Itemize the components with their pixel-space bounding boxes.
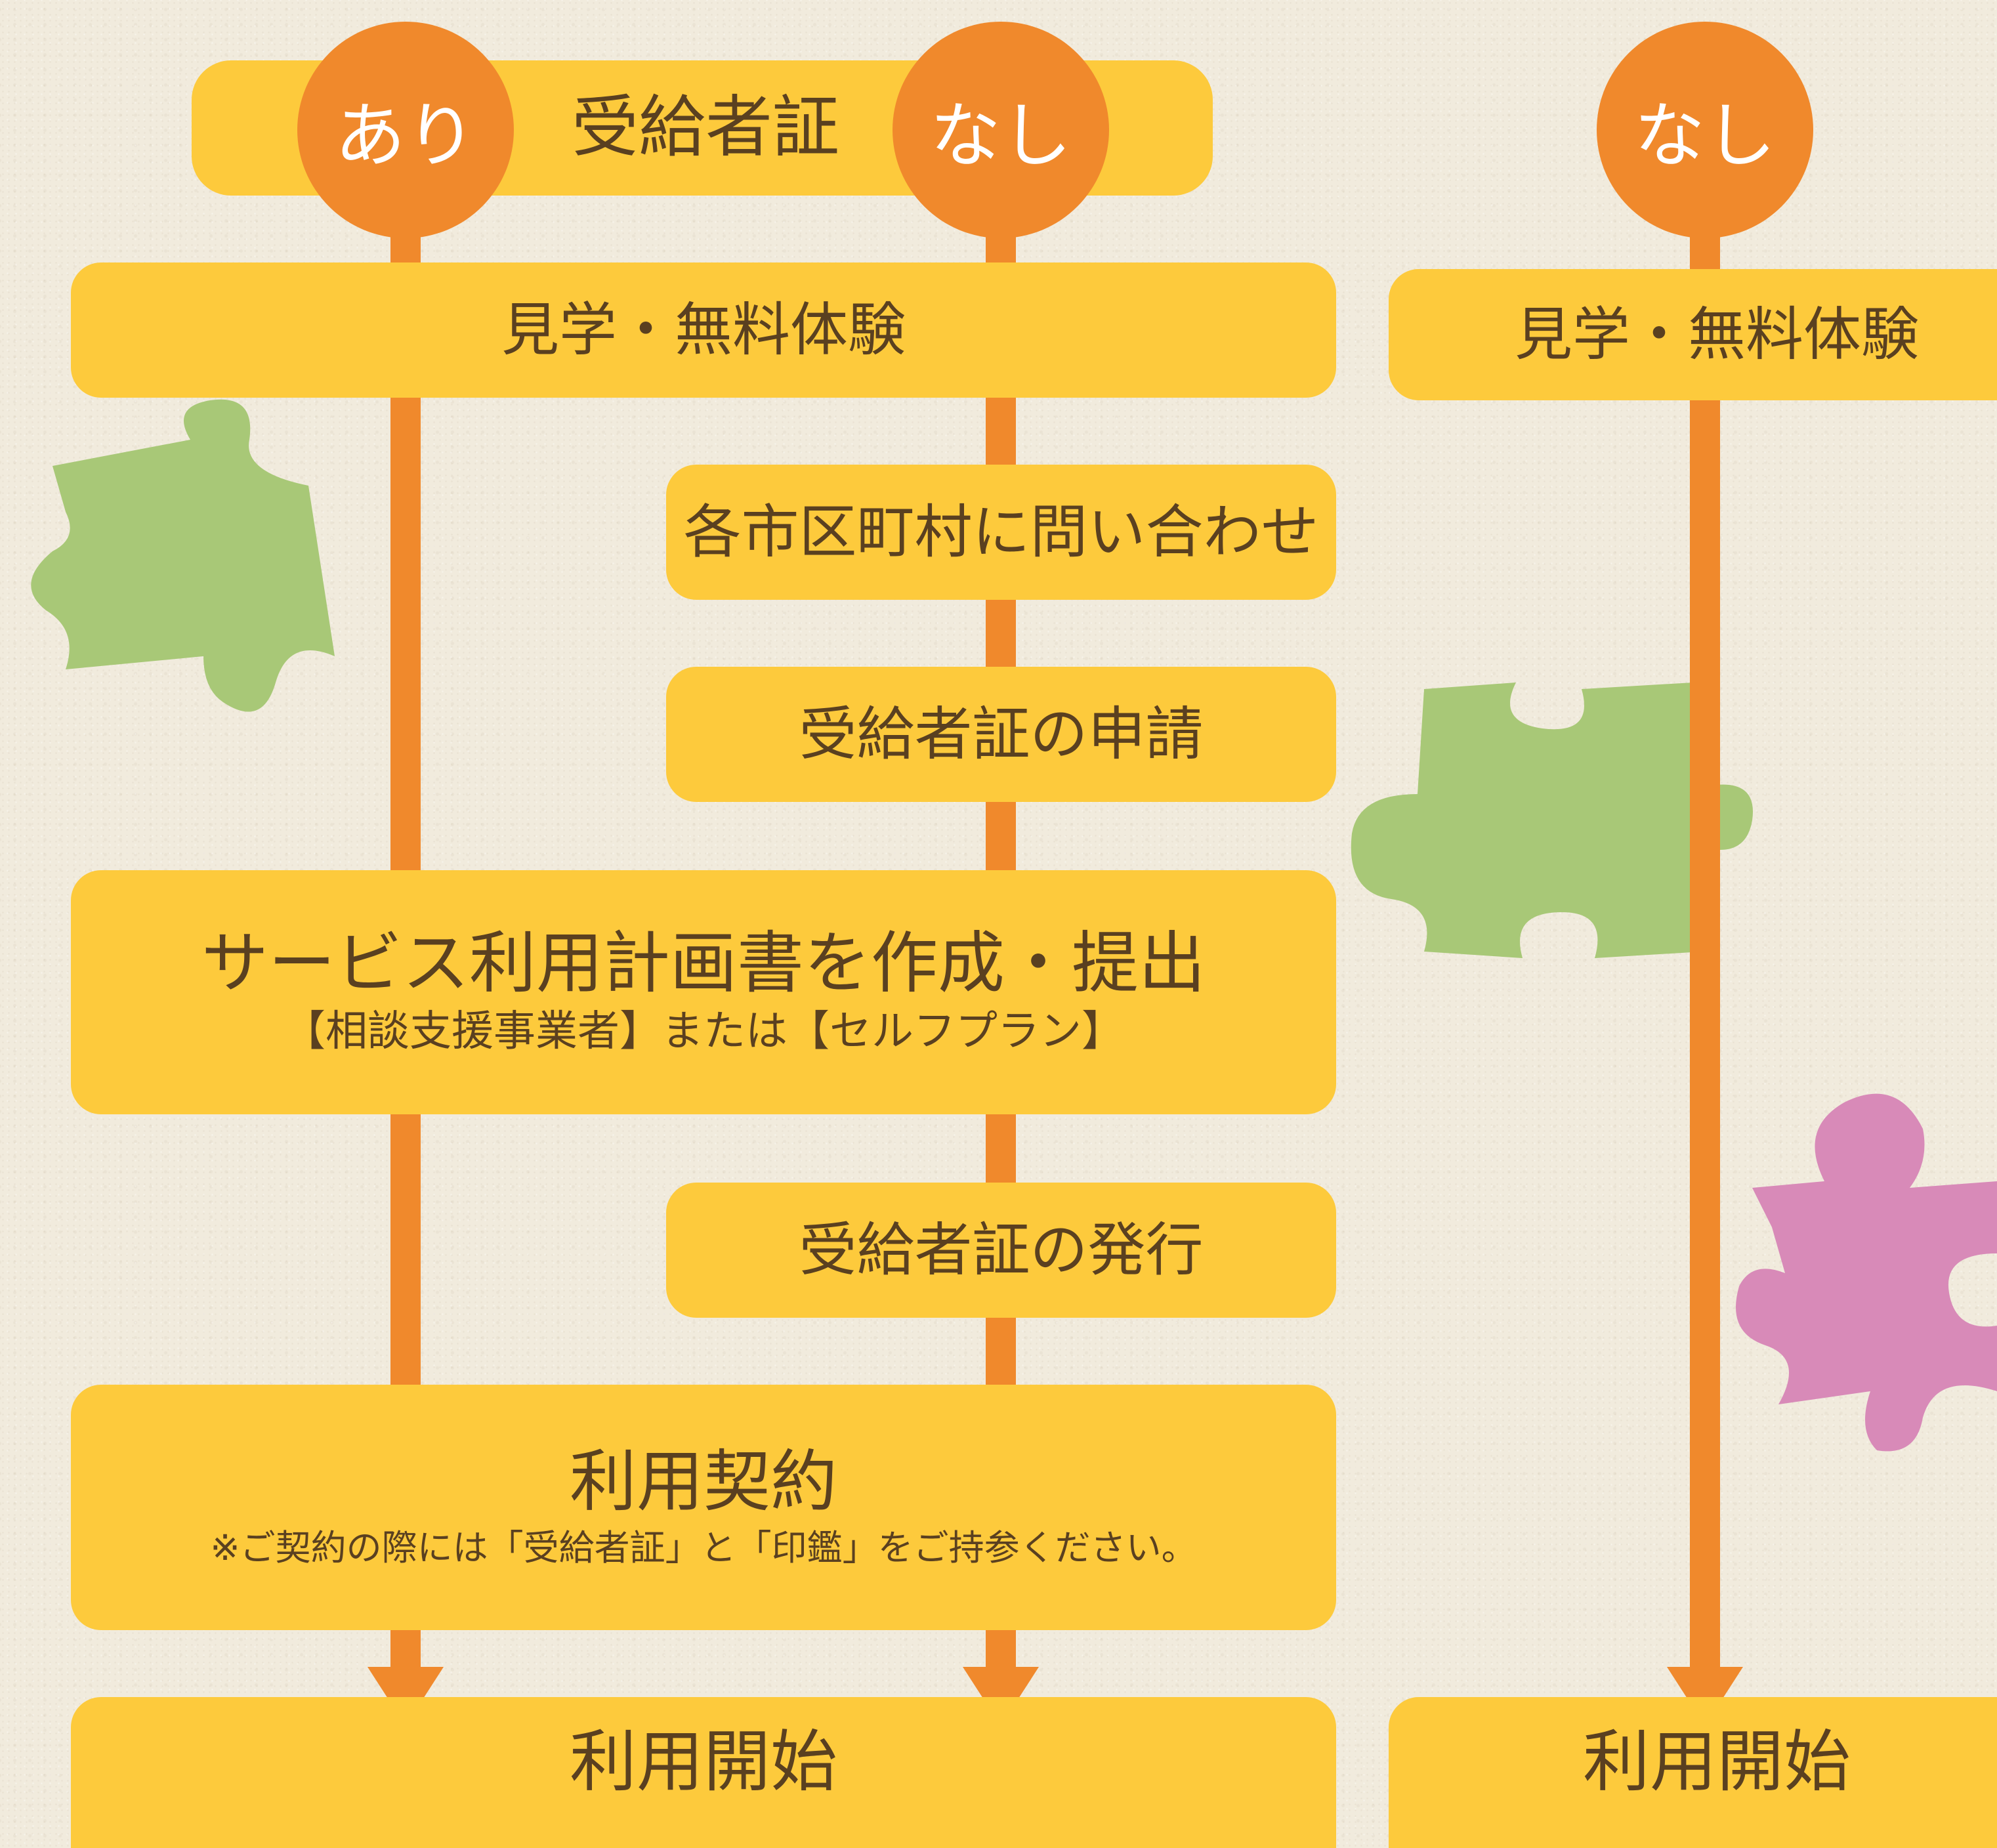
right-certificate-no-label: なし — [1633, 95, 1776, 177]
step-service-plan-title: サービス利用計画書を作成・提出 — [201, 924, 1206, 1003]
step-service-plan-subtitle: 【相談支援事業者】または【セルフプラン】 — [284, 1007, 1124, 1057]
step-apply-certificate: 受給者証の申請 — [666, 667, 1336, 802]
step-contract: 利用契約 ※ご契約の際には「受給者証」と「印鑑」をご持参ください。 — [71, 1385, 1336, 1630]
step-inquiry-label: 各市区町村に問い合わせ — [683, 498, 1319, 566]
step-contract-title: 利用契約 — [570, 1443, 837, 1522]
flow-line-right-without-certificate — [1690, 197, 1720, 1667]
pink-puzzle-piece-icon — [1736, 1093, 1997, 1452]
certificate-no-label: なし — [929, 95, 1072, 177]
green-puzzle-piece-icon — [1351, 682, 1753, 958]
certificate-no-badge: なし — [893, 22, 1109, 238]
right-step-visit-trial-label: 見学・無料体験 — [1514, 301, 1919, 369]
step-issue-certificate: 受給者証の発行 — [666, 1183, 1336, 1318]
certificate-header-title: 受給者証 — [572, 89, 839, 167]
right-certificate-no-badge: なし — [1597, 22, 1813, 238]
step-visit-trial-label: 見学・無料体験 — [501, 296, 906, 364]
right-step-start-use: 利用開始 — [1389, 1697, 1997, 1848]
step-contract-note: ※ご契約の際には「受給者証」と「印鑑」をご持参ください。 — [210, 1526, 1197, 1568]
green-puzzle-piece-icon — [31, 399, 335, 712]
step-inquiry: 各市区町村に問い合わせ — [666, 465, 1336, 600]
certificate-yes-label: あり — [334, 95, 476, 177]
step-start-use-label: 利用開始 — [570, 1723, 837, 1802]
certificate-yes-badge: あり — [297, 22, 514, 238]
step-issue-certificate-label: 受給者証の発行 — [799, 1216, 1204, 1284]
step-visit-trial: 見学・無料体験 — [71, 262, 1336, 398]
right-step-start-use-label: 利用開始 — [1583, 1723, 1851, 1802]
step-service-plan: サービス利用計画書を作成・提出 【相談支援事業者】または【セルフプラン】 — [71, 870, 1336, 1114]
right-step-visit-trial: 見学・無料体験 — [1389, 269, 1997, 400]
step-start-use: 利用開始 — [71, 1697, 1336, 1848]
step-apply-certificate-label: 受給者証の申請 — [799, 700, 1204, 768]
